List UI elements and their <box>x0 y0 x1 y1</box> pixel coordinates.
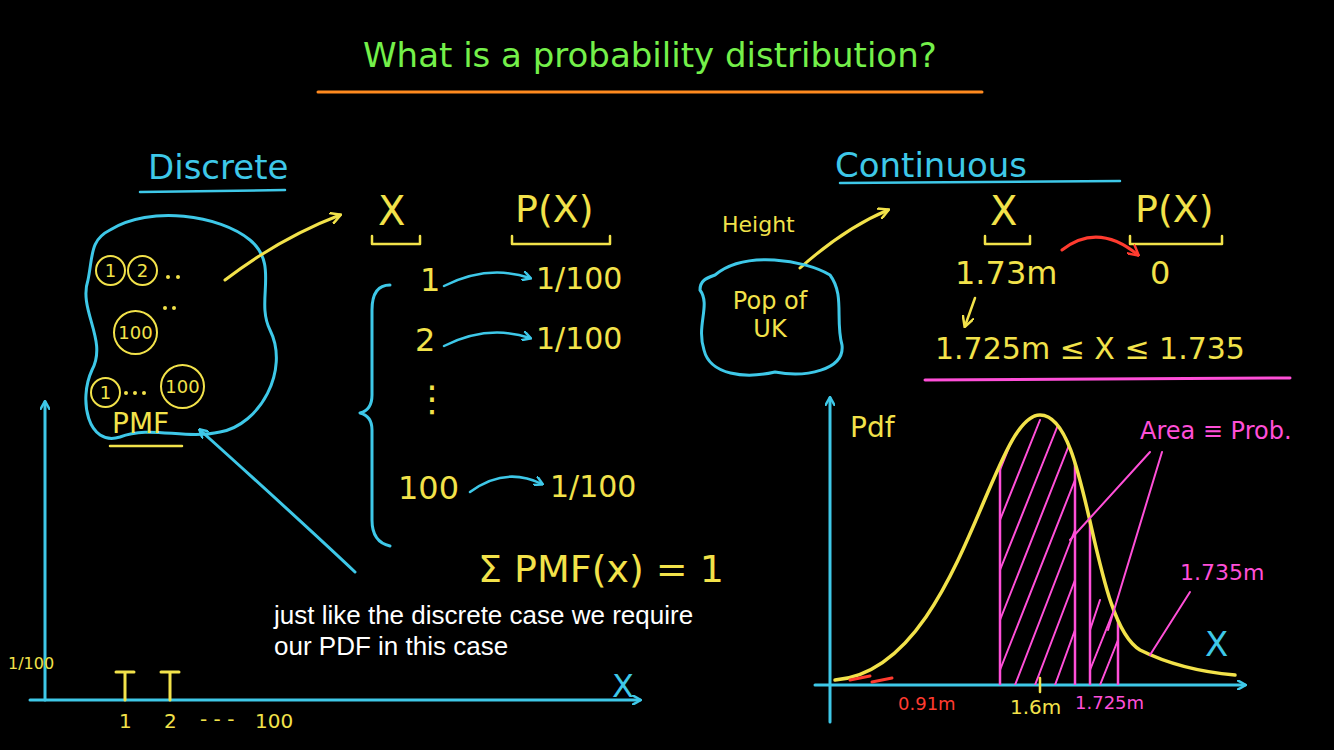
column-bracket <box>985 236 1030 244</box>
tick <box>1039 678 1042 692</box>
value: 100 <box>398 470 459 507</box>
y-axis <box>829 398 832 722</box>
pdf-curve <box>835 415 1235 680</box>
axis-value: 1.725m <box>1075 693 1144 714</box>
column-bracket <box>512 236 610 244</box>
pdf-label: Pdf <box>850 412 895 444</box>
ball-circle: 2 <box>127 255 158 286</box>
sample-arrow <box>800 210 888 268</box>
node-text: 1 <box>100 382 111 403</box>
node-text: 2 <box>137 260 148 281</box>
node-text: 100 <box>165 376 199 397</box>
brace <box>360 285 390 546</box>
x-axis <box>30 699 640 702</box>
zero-arrow <box>1062 237 1138 255</box>
column-bracket <box>372 236 420 244</box>
tick-label: 2 <box>164 710 177 733</box>
area-note: Area ≡ Prob. <box>1140 418 1292 446</box>
section-heading: Discrete <box>148 148 288 187</box>
mapping-arrow <box>444 273 530 286</box>
pmf-underline <box>110 445 182 448</box>
pmf-arrow <box>200 430 355 572</box>
ball-circle: 100 <box>113 310 158 355</box>
tick-label: 100 <box>255 710 293 733</box>
sum-rule: Σ PMF(x) = 1 <box>478 548 724 592</box>
node-text: Pop of UK <box>722 287 818 343</box>
interval-arrow <box>965 298 975 326</box>
heading-underline <box>140 190 285 192</box>
axis-value: 1/100 <box>8 655 54 673</box>
node-text: 1 <box>105 260 116 281</box>
probability: 1/100 <box>536 262 622 297</box>
column-bracket <box>1130 236 1222 244</box>
probability: 1/100 <box>536 322 622 357</box>
column-heading: X <box>378 188 405 234</box>
leader-line <box>1070 452 1162 630</box>
interval: 1.725m ≤ X ≤ 1.735 <box>935 332 1245 367</box>
value: 1.73m <box>955 255 1057 292</box>
population-label: Height <box>722 212 795 237</box>
value: 1 <box>420 262 440 299</box>
probability: 0 <box>1150 255 1170 292</box>
node-text: 100 <box>118 322 152 343</box>
pmf-stems <box>116 672 179 700</box>
axis-label: X <box>1205 625 1228 664</box>
bound-label: 1.735m <box>1180 560 1264 585</box>
tick-label: 1 <box>119 710 132 733</box>
mapping-arrow <box>444 333 530 346</box>
tail-mark <box>850 676 892 682</box>
sample-arrow <box>225 215 340 280</box>
pmf-label: PMF <box>112 408 169 440</box>
ellipsis: ⋮ <box>414 378 450 419</box>
tick-label: - - - <box>200 708 234 731</box>
x-axis <box>815 684 1245 687</box>
axis-value: 0.91m <box>898 694 956 715</box>
column-heading: P(X) <box>1135 188 1214 232</box>
title-underline <box>318 91 982 94</box>
population-blob: Pop of UK <box>695 250 845 380</box>
ball-circle: 1 <box>90 377 121 408</box>
mapping-arrow <box>470 477 542 492</box>
section-heading: Continuous <box>835 146 1027 185</box>
title: What is a probability distribution? <box>363 36 937 75</box>
leader-line <box>1150 592 1190 655</box>
subtitle-caption: just like the discrete case we require o… <box>268 598 710 664</box>
value: 2 <box>415 322 435 359</box>
column-heading: X <box>990 188 1017 234</box>
population-blob <box>86 216 277 439</box>
axis-label: X <box>612 668 634 705</box>
column-heading: P(X) <box>515 188 594 232</box>
interval-underline <box>925 378 1290 380</box>
ball-circle: 100 <box>160 364 205 409</box>
probability: 1/100 <box>550 470 636 505</box>
axis-value: 1.6m <box>1010 696 1061 719</box>
ball-circle: 1 <box>95 255 126 286</box>
